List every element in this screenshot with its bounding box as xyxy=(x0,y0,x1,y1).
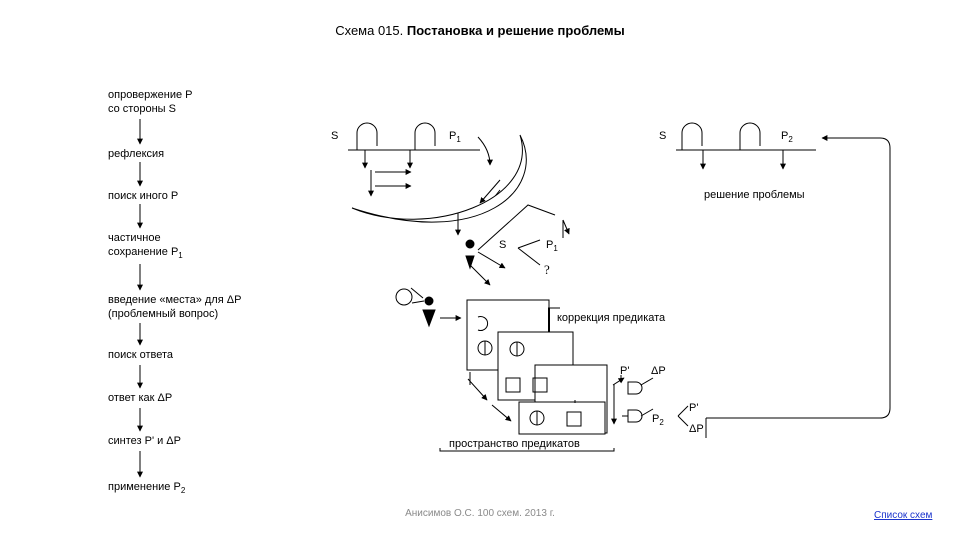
predicate-box-4 xyxy=(518,401,606,435)
synth-right-down xyxy=(677,415,689,427)
step-refutation-line1: опровержение P xyxy=(108,89,193,101)
reflection-crescent xyxy=(351,134,527,223)
step-application: применение P2 xyxy=(108,481,186,495)
synth-right-up xyxy=(677,405,689,417)
left-p-hook-icon xyxy=(414,122,436,150)
right-judgement-structure xyxy=(676,122,891,419)
step-refutation-line2: со стороны S xyxy=(108,103,176,115)
step-synthesis: синтез P' и ΔP xyxy=(108,435,181,447)
mid-triangle-icon xyxy=(465,255,475,270)
schemes-list-link[interactable]: Список схем xyxy=(874,510,933,521)
question-dot-icon xyxy=(424,296,434,306)
label-p1-mid: P1 xyxy=(546,239,558,253)
step-partial-preservation: частичное сохранение P1 xyxy=(108,231,183,263)
label-p2-top: P2 xyxy=(781,130,793,144)
question-link-line xyxy=(411,300,425,304)
mid-dot-icon xyxy=(465,239,475,249)
step-answer-delta: ответ как ΔP xyxy=(108,392,173,404)
label-delta-p-right: ΔP xyxy=(689,423,704,435)
label-predicate-correction: коррекция предиката xyxy=(557,312,666,324)
label-s-left: S xyxy=(331,130,339,142)
right-p-hook-icon xyxy=(739,122,761,150)
predicate-space-bracket xyxy=(439,448,615,452)
synth-delta-line xyxy=(640,377,654,386)
step-search-other-p: поиск иного P xyxy=(108,190,179,202)
box-cascade-arrow-1 xyxy=(467,378,488,401)
label-p2-box: P2 xyxy=(652,413,664,427)
middle-question-structure xyxy=(455,204,570,286)
step-refutation: опровержение P со стороны S xyxy=(108,88,192,116)
mid-wedge-arrow xyxy=(477,251,506,269)
label-solution: решение проблемы xyxy=(704,189,805,201)
box-cascade-arrow-2 xyxy=(491,404,512,422)
title-prefix: Схема 015. xyxy=(335,23,407,38)
right-s-hook-icon xyxy=(681,122,703,150)
label-s-right: S xyxy=(659,130,667,142)
step-introduce-line1: введение «места» для ΔP xyxy=(108,294,242,306)
step-search-answer: поиск ответа xyxy=(108,349,174,361)
label-p-prime: P' xyxy=(620,365,630,377)
step-introduce-line2: (проблемный вопрос) xyxy=(108,308,219,320)
question-place xyxy=(395,287,462,328)
page-title: Схема 015. Постановка и решение проблемы xyxy=(0,23,960,38)
box-4-square-icon xyxy=(566,411,582,427)
step-partial-line2: сохранение P1 xyxy=(108,246,183,260)
predicate-boxes xyxy=(466,299,608,435)
left-curve-arrow xyxy=(477,136,493,166)
label-p-prime-right: P' xyxy=(689,402,699,414)
title-main: Постановка и решение проблемы xyxy=(406,23,625,38)
left-s-hook-icon xyxy=(356,122,378,150)
synth-p-arrow xyxy=(612,377,625,386)
footer-credit: Анисимов О.С. 100 схем. 2013 г. xyxy=(405,508,555,519)
label-predicate-space: пространство предикатов xyxy=(449,438,580,450)
question-empty-circle-icon xyxy=(395,288,413,306)
left-judgement-structure xyxy=(348,122,501,206)
box-3-square-left-icon xyxy=(505,377,521,393)
synth-top-cup-icon xyxy=(627,381,643,395)
synth-bottom-cup-icon xyxy=(627,409,643,423)
mid-wedge-line xyxy=(477,204,556,251)
label-delta-p: ΔP xyxy=(651,365,666,377)
mid-p1-branch-up xyxy=(517,239,541,249)
mid-p1-branch-down xyxy=(517,247,541,266)
return-loop-arrow xyxy=(706,135,891,419)
box-3-square-right-icon xyxy=(532,377,548,393)
question-triangle-icon xyxy=(422,309,436,328)
mid-down-right-arrow xyxy=(469,264,491,286)
synthesis-structure xyxy=(439,375,707,452)
label-p1-top: P1 xyxy=(449,130,461,144)
mid-p1-arrow xyxy=(562,219,570,235)
box-1-circle-icon xyxy=(477,316,489,331)
step-introduce-place: введение «места» для ΔP (проблемный вопр… xyxy=(108,293,241,321)
step-partial-line1: частичное xyxy=(108,232,161,244)
synth-bottom-line xyxy=(640,408,654,417)
left-diag-arrow xyxy=(479,179,501,204)
step-reflection: рефлексия xyxy=(108,148,165,160)
label-s-mid: S xyxy=(499,239,507,251)
label-question-mid: ? xyxy=(544,262,550,277)
question-tick xyxy=(410,287,424,299)
